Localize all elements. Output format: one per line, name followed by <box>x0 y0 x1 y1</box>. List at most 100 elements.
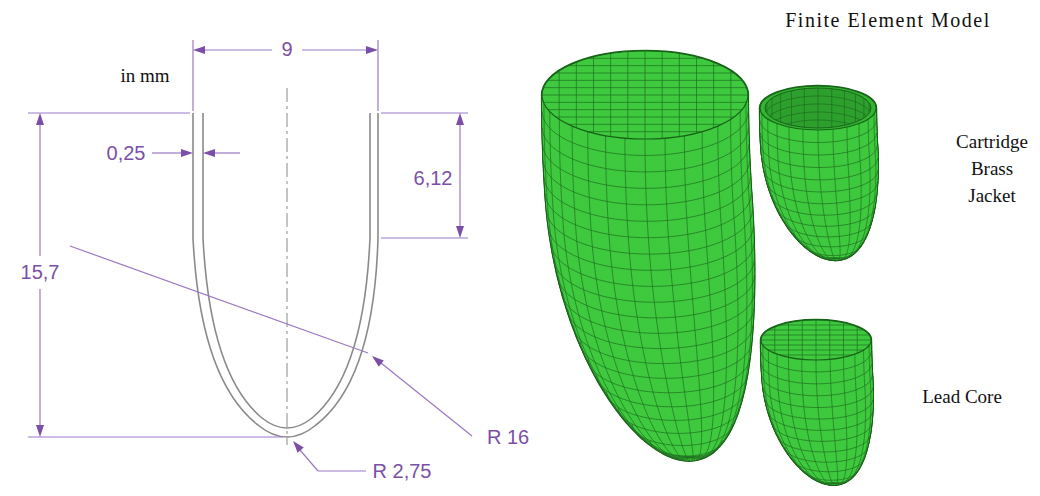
arrowhead <box>36 113 44 125</box>
dimension-label: 9 <box>279 37 294 61</box>
extension-line <box>381 112 468 113</box>
jacket-mesh <box>760 86 878 260</box>
dimension-line <box>39 289 40 425</box>
mesh-silhouette <box>760 86 878 260</box>
mesh-line <box>556 117 734 118</box>
mesh-line <box>836 114 876 258</box>
mesh-line <box>772 98 773 158</box>
mesh-line <box>829 321 830 360</box>
dimension-line <box>215 152 240 153</box>
arrowhead <box>203 149 215 157</box>
dimension-line <box>302 49 366 50</box>
radius-line <box>70 246 368 353</box>
mesh-line <box>818 88 819 148</box>
mesh-line <box>544 104 690 457</box>
dimension-line <box>152 152 181 153</box>
extension-line <box>28 436 283 437</box>
mesh-line <box>543 102 746 103</box>
core-mesh <box>761 320 873 485</box>
mesh-line <box>836 127 850 260</box>
mesh-line <box>662 52 663 139</box>
arrowhead <box>293 441 304 453</box>
projectile-mesh <box>542 51 754 461</box>
mesh-line <box>777 354 834 484</box>
mesh-line <box>834 357 847 484</box>
mesh-top <box>761 320 871 360</box>
jacket-outer-outline <box>193 113 378 437</box>
mesh-line <box>625 138 690 460</box>
mesh-line <box>777 124 836 259</box>
mesh-line <box>690 119 738 457</box>
center-axis <box>287 88 288 445</box>
leader-line <box>318 470 366 471</box>
mesh-line <box>690 126 727 459</box>
mesh-line <box>690 104 752 457</box>
mesh-line <box>763 345 834 483</box>
mesh-silhouette <box>542 51 754 461</box>
unit-note: in mm <box>120 65 169 88</box>
arrowhead <box>456 226 464 238</box>
mesh-lines <box>760 114 878 260</box>
mesh-line <box>542 95 748 96</box>
extension-line <box>192 40 193 111</box>
arrowhead <box>456 113 464 125</box>
mesh-line <box>834 350 866 483</box>
arrowhead <box>36 425 44 437</box>
leader-line <box>381 363 472 436</box>
mesh-line <box>618 408 739 434</box>
mesh-line <box>568 124 722 125</box>
mesh-fill <box>542 51 754 461</box>
mesh-line <box>818 130 836 260</box>
dimension-line <box>39 125 40 256</box>
dimension-label: R 2,75 <box>371 459 434 483</box>
mesh-line <box>762 114 836 258</box>
mesh-line <box>765 104 871 124</box>
mesh-lines <box>761 345 873 485</box>
mesh-line <box>588 132 690 460</box>
arrowhead <box>366 46 378 54</box>
inner-mesh <box>765 88 871 163</box>
mesh-line <box>816 360 834 485</box>
mesh-line <box>761 340 871 341</box>
mesh-line <box>791 91 792 151</box>
mesh-line <box>572 126 690 459</box>
mesh-line <box>768 350 834 483</box>
part-label: Cartridge Brass Jacket <box>946 128 1038 209</box>
dimension-line <box>205 49 272 50</box>
mesh-line <box>768 119 836 258</box>
mesh-fill <box>760 86 878 260</box>
dimension-label: 15,7 <box>19 260 62 284</box>
silhouette-ring <box>761 320 871 360</box>
mesh-line <box>550 112 690 457</box>
arrowhead <box>181 149 193 157</box>
mesh-line <box>843 323 844 358</box>
mesh-top <box>760 86 876 163</box>
mesh-line <box>580 342 751 379</box>
arrowheads <box>36 46 464 453</box>
mesh-line <box>789 127 836 260</box>
mesh-line <box>765 120 871 140</box>
mesh-line <box>730 71 731 120</box>
mesh-line <box>803 129 836 260</box>
mesh-line <box>588 131 702 132</box>
extension-line <box>28 112 190 113</box>
mesh-top <box>542 51 748 139</box>
mesh-line <box>794 233 867 247</box>
arrowhead <box>193 46 205 54</box>
mesh-line <box>804 89 805 149</box>
mesh-line <box>665 138 693 460</box>
leader-line <box>300 450 318 471</box>
mesh-line <box>857 327 858 353</box>
mesh-line <box>768 350 863 351</box>
mesh-fill <box>761 320 873 485</box>
mesh-line <box>830 359 837 484</box>
mesh-line <box>836 119 870 258</box>
mesh-line <box>855 94 856 154</box>
mesh-lines <box>542 104 754 461</box>
extension-line <box>381 237 468 238</box>
top-face-edge <box>761 320 871 360</box>
dimension-label: R 16 <box>485 425 531 449</box>
dimension-line <box>459 125 460 226</box>
mesh-silhouette <box>761 320 873 485</box>
